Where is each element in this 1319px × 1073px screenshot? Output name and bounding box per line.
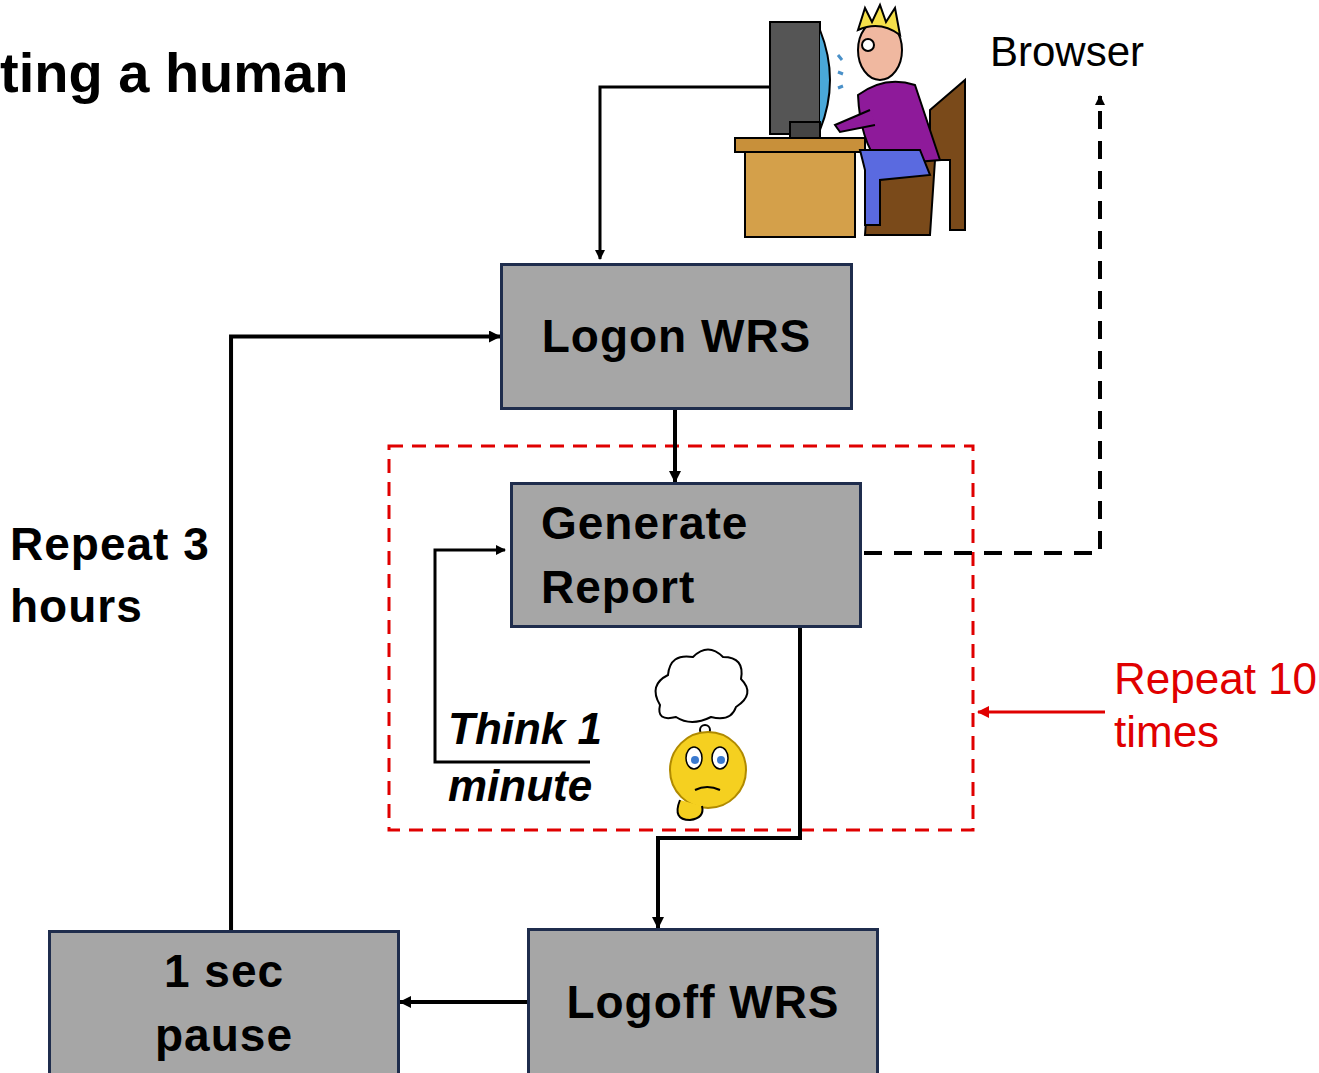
thinking-emoji bbox=[656, 650, 748, 821]
repeat-leader bbox=[978, 711, 1105, 714]
repeat-times-label: Repeat 10 times bbox=[1114, 653, 1319, 759]
box-text: Logoff WRS bbox=[566, 970, 839, 1034]
box-text: Logon WRS bbox=[542, 304, 812, 368]
think-label: Think 1 minute bbox=[448, 700, 628, 814]
browser-label: Browser bbox=[990, 28, 1144, 76]
user-illustration bbox=[735, 5, 965, 237]
flow-arrow bbox=[673, 410, 677, 482]
flow-arrow bbox=[231, 337, 500, 931]
flow-arrow bbox=[400, 1000, 527, 1004]
process-box: Logoff WRS bbox=[527, 928, 879, 1073]
repeat-region bbox=[389, 446, 973, 830]
user-line bbox=[600, 87, 770, 259]
process-box: Logon WRS bbox=[500, 263, 853, 410]
browser-line bbox=[864, 96, 1100, 553]
process-box: Generate Report bbox=[510, 482, 862, 628]
process-box: 1 sec pause bbox=[48, 930, 400, 1073]
box-text: Generate Report bbox=[541, 491, 841, 620]
flow-arrow bbox=[658, 628, 800, 928]
box-text: 1 sec pause bbox=[94, 939, 354, 1068]
title: ting a human bbox=[0, 40, 348, 105]
repeat-hours-label: Repeat 3 hours bbox=[10, 513, 232, 637]
